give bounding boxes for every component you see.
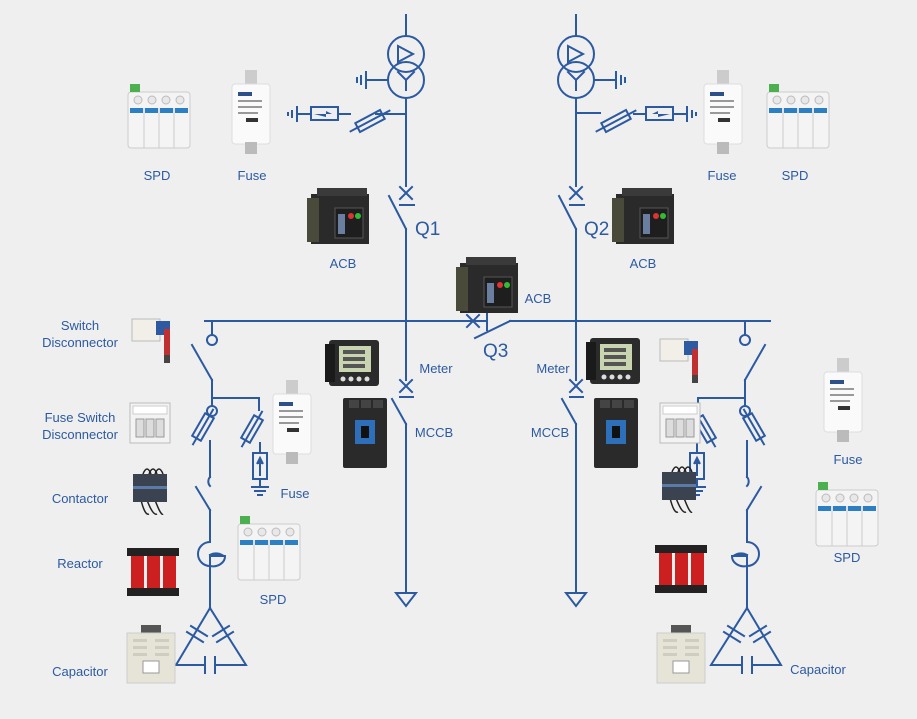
fuse-switch-disconnector-image — [659, 402, 701, 444]
contactor-image — [132, 468, 168, 515]
label-acb: ACB — [330, 256, 357, 271]
breaker-q1-symbol — [387, 185, 415, 381]
breaker-q1-label: Q1 — [415, 219, 440, 240]
incomer-left — [287, 14, 425, 608]
label-spd: SPD — [834, 550, 861, 565]
label-contactor: Contactor — [52, 491, 109, 506]
label-meter: Meter — [536, 361, 570, 376]
acb-image — [611, 187, 675, 245]
mccb-image — [343, 398, 387, 468]
label-fuse: Fuse — [834, 452, 863, 467]
label-spd: SPD — [260, 592, 287, 607]
fuse-image — [823, 357, 863, 443]
spd-image — [815, 481, 879, 547]
mccb-image — [594, 398, 638, 468]
switch-disconnector-image — [131, 318, 171, 364]
label-spd: SPD — [144, 168, 171, 183]
breaker-q3-symbol — [465, 313, 481, 329]
fuse-image — [703, 69, 743, 155]
label-switch-disconnector-line2: Disconnector — [42, 335, 119, 350]
acb-image — [306, 187, 370, 245]
meter-image — [325, 340, 379, 386]
capacitor-image — [126, 624, 176, 684]
label-spd: SPD — [782, 168, 809, 183]
label-meter: Meter — [419, 361, 453, 376]
spd-image — [237, 515, 301, 581]
label-capacitor: Capacitor — [790, 662, 846, 677]
breaker-q2-label: Q2 — [584, 219, 609, 240]
incomer-right — [557, 14, 697, 608]
acb-image — [455, 256, 519, 314]
label-fuse: Fuse — [238, 168, 267, 183]
contactor-image — [661, 466, 697, 513]
label-switch-disconnector-line1: Switch — [61, 318, 99, 333]
busbar — [204, 312, 771, 340]
label-fuse-switch-disconnector-line2: Disconnector — [42, 427, 119, 442]
capacitor-branch-left — [174, 320, 269, 674]
breaker-q3-label: Q3 — [483, 341, 508, 362]
meter-image — [586, 338, 640, 384]
fuse-image — [231, 69, 271, 155]
switch-disconnector-image — [659, 338, 699, 384]
label-reactor: Reactor — [57, 556, 103, 571]
reactor-image — [127, 548, 179, 596]
meter-left-symbol — [398, 378, 414, 398]
label-fuse: Fuse — [708, 168, 737, 183]
label-acb: ACB — [525, 291, 552, 306]
capacitor-image — [656, 624, 706, 684]
label-capacitor: Capacitor — [52, 664, 108, 679]
fuse-switch-disconnector-image — [129, 402, 171, 444]
label-mccb: MCCB — [415, 425, 453, 440]
reactor-image — [655, 545, 707, 593]
label-fuse: Fuse — [281, 486, 310, 501]
fuse-image — [272, 379, 312, 465]
label-mccb: MCCB — [531, 425, 569, 440]
label-acb: ACB — [630, 256, 657, 271]
transformer-primary-icon — [387, 35, 425, 73]
spd-image — [766, 83, 830, 149]
spd-image — [127, 83, 191, 149]
label-fuse-switch-disconnector-line1: Fuse Switch — [45, 410, 116, 425]
capacitor-branch-right — [688, 320, 782, 674]
